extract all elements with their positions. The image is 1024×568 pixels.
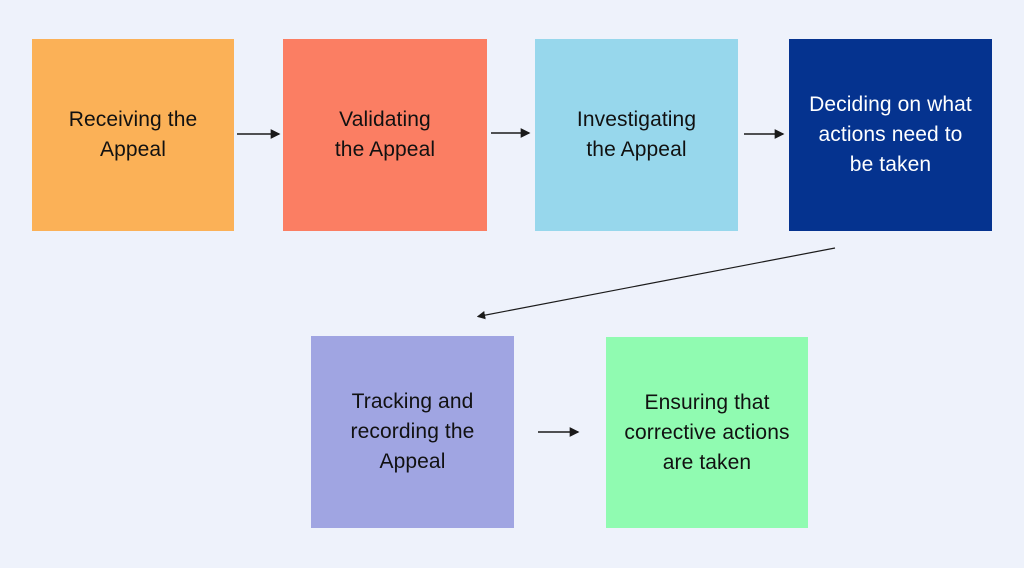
node-ensuring-corrective-actions: Ensuring that corrective actions are tak… — [606, 337, 808, 528]
node-receiving-appeal: Receiving the Appeal — [32, 39, 234, 231]
node-tracking-recording: Tracking and recording the Appeal — [311, 336, 514, 528]
edge-deciding-tracking — [476, 247, 836, 320]
node-investigating-appeal: Investigating the Appeal — [535, 39, 738, 231]
node-validating-appeal: Validating the Appeal — [283, 39, 487, 231]
node-deciding-actions: Deciding on what actions need to be take… — [789, 39, 992, 231]
